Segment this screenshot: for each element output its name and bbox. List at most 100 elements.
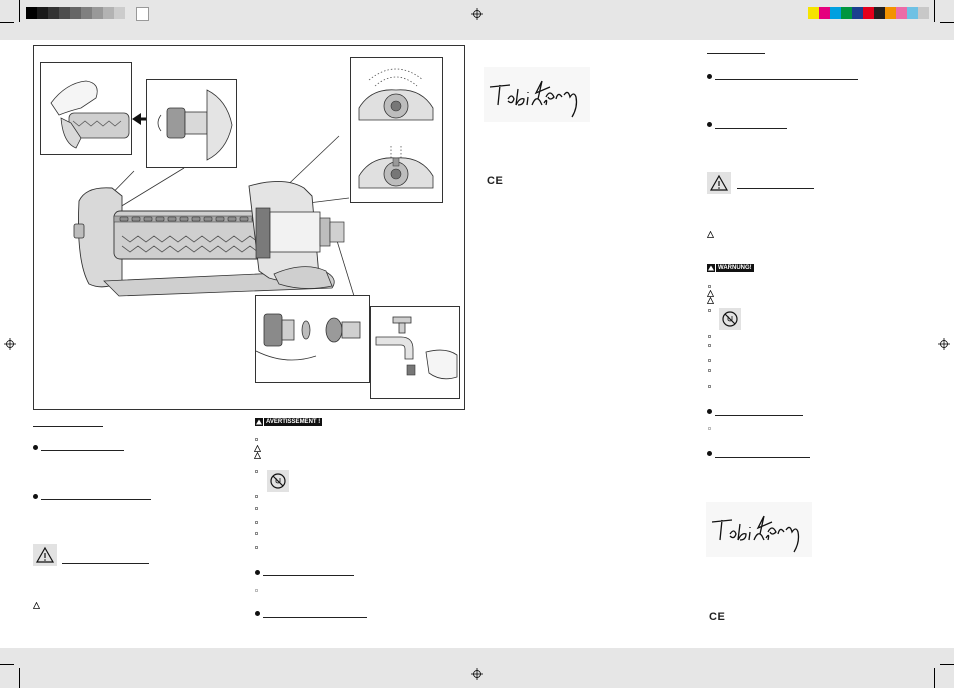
- gray-color-swatches: [26, 7, 149, 21]
- product-illustration-panel: [33, 45, 465, 410]
- color-swatch: [81, 7, 92, 19]
- list-bullet: [708, 427, 711, 430]
- top-print-band: [0, 0, 954, 40]
- crop-mark: [0, 22, 14, 23]
- color-swatch: [808, 7, 819, 19]
- color-swatch: [59, 7, 70, 19]
- subsection-title-rule: [263, 617, 367, 618]
- subsection-title-rule: [715, 128, 787, 129]
- color-swatch: [48, 7, 59, 19]
- warning-triangle-icon: [33, 602, 40, 609]
- section-bullet: [707, 122, 712, 127]
- list-bullet: [708, 344, 711, 347]
- list-bullet: [255, 589, 258, 592]
- warning-triangle-icon: [707, 231, 714, 238]
- inset-hand-rotating-nozzle: [40, 62, 132, 155]
- list-bullet: [255, 532, 258, 535]
- list-bullet: [255, 470, 258, 473]
- color-swatch: [830, 7, 841, 19]
- color-swatch: [852, 7, 863, 19]
- section-bullet: [33, 445, 38, 450]
- inset-water-tap: [370, 306, 460, 399]
- warning-triangle-icon: [709, 174, 729, 191]
- color-swatch: [918, 7, 929, 19]
- warning-triangle-icon: [707, 290, 714, 297]
- section-bullet: [255, 611, 260, 616]
- signature-image: [484, 67, 590, 122]
- color-swatch: [874, 7, 885, 19]
- color-swatch: [819, 7, 830, 19]
- safety-warning-box: [33, 544, 57, 566]
- section-bullet: [707, 451, 712, 456]
- section-bullet: [255, 570, 260, 575]
- warning-triangle-icon: [254, 452, 261, 459]
- inset-hose-connector-parts: [255, 295, 370, 383]
- color-swatch: [863, 7, 874, 19]
- registration-mark-icon: [4, 338, 16, 350]
- ce-mark: CE: [709, 611, 726, 623]
- subsection-title-rule: [715, 79, 858, 80]
- color-swatch: [37, 7, 48, 19]
- warning-triangle-icon: [254, 445, 261, 452]
- subsection-title-rule: [41, 499, 151, 500]
- crop-mark: [19, 668, 20, 688]
- list-bullet: [708, 359, 711, 362]
- no-drinking-water-icon: [719, 308, 741, 330]
- cmyk-color-swatches: [808, 7, 929, 19]
- subsection-title-rule: [263, 575, 354, 576]
- warning-triangle-icon: [707, 264, 715, 272]
- section-title-rule: [33, 426, 103, 427]
- color-swatch: [92, 7, 103, 19]
- inset-nozzle-closeup: [146, 79, 237, 168]
- list-bullet: [255, 546, 258, 549]
- color-swatch: [841, 7, 852, 19]
- inset-spray-width-settings: [350, 57, 443, 203]
- color-swatch: [907, 7, 918, 19]
- list-bullet: [708, 285, 711, 288]
- list-bullet: [708, 309, 711, 312]
- section-title-rule: [707, 53, 765, 54]
- color-swatch: [70, 7, 81, 19]
- registration-mark-icon: [471, 668, 483, 680]
- ce-mark: CE: [487, 175, 504, 187]
- warning-triangle-icon: [707, 297, 714, 304]
- list-bullet: [708, 385, 711, 388]
- section-bullet: [707, 409, 712, 414]
- color-swatch: [26, 7, 37, 19]
- color-swatch: [103, 7, 114, 19]
- section-bullet: [707, 74, 712, 79]
- list-bullet: [255, 438, 258, 441]
- sprinkler-illustration: [73, 135, 388, 381]
- crop-mark: [0, 664, 14, 665]
- safety-title-rule: [737, 188, 814, 189]
- signature-image: [706, 502, 812, 557]
- crop-mark: [940, 664, 954, 665]
- crop-mark: [934, 668, 935, 688]
- no-drinking-water-icon: [267, 470, 289, 492]
- warning-triangle-icon: [35, 546, 55, 563]
- list-bullet: [255, 495, 258, 498]
- subsection-title-rule: [715, 457, 810, 458]
- warning-label-german: WARNUNG!: [716, 264, 754, 272]
- safety-warning-box: [707, 172, 731, 194]
- color-swatch: [885, 7, 896, 19]
- list-bullet: [708, 335, 711, 338]
- registration-mark-icon: [471, 8, 483, 20]
- warning-label-french: AVERTISSEMENT !: [264, 418, 323, 426]
- list-bullet: [708, 369, 711, 372]
- crop-mark: [19, 0, 20, 22]
- subsection-title-rule: [41, 450, 124, 451]
- subsection-title-rule: [715, 415, 803, 416]
- color-swatch: [136, 7, 149, 21]
- registration-mark-icon: [938, 338, 950, 350]
- color-swatch: [114, 7, 125, 19]
- list-bullet: [255, 507, 258, 510]
- section-bullet: [33, 494, 38, 499]
- safety-title-rule: [62, 563, 149, 564]
- color-swatch: [896, 7, 907, 19]
- crop-mark: [934, 0, 935, 22]
- crop-mark: [940, 22, 954, 23]
- list-bullet: [255, 521, 258, 524]
- warning-triangle-icon: [255, 418, 263, 426]
- color-swatch: [125, 7, 136, 19]
